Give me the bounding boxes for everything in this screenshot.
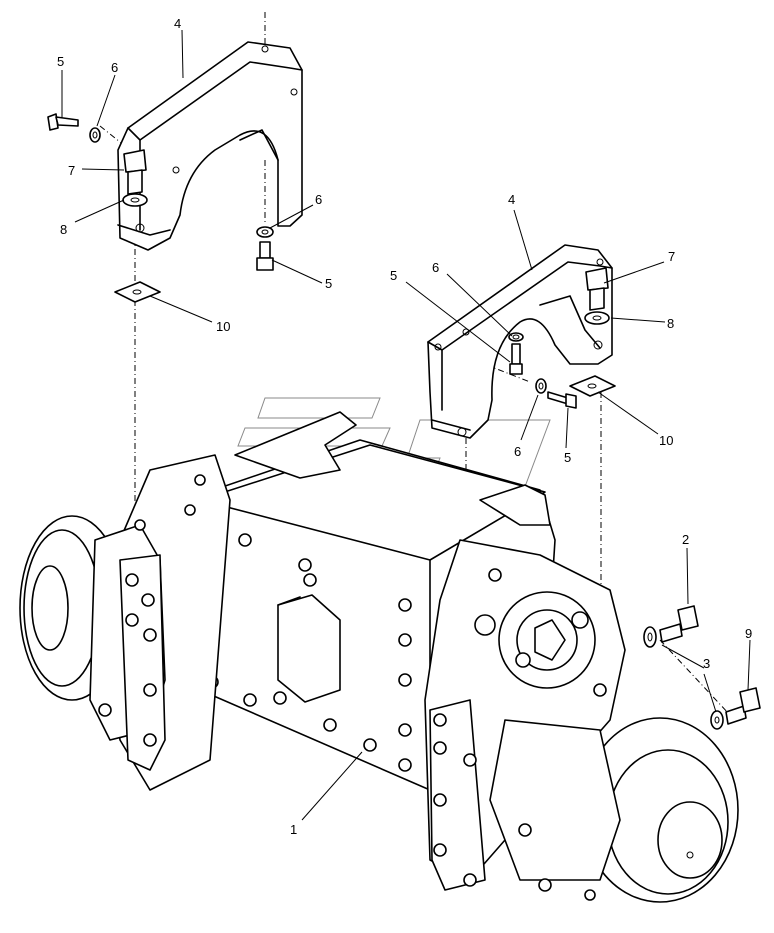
callout-8-right: 8 [667,316,674,331]
callout-1: 1 [290,822,297,837]
callout-5-right-top: 5 [390,268,397,283]
callout-9: 9 [745,626,752,641]
callout-5-right-lower: 5 [564,450,571,465]
left-wheel-hub [19,454,231,791]
leader-lines [61,29,751,821]
callout-5-left-lower: 5 [325,276,332,291]
callout-7-left: 7 [68,163,75,178]
right-mounting-bracket [427,244,613,439]
left-mounting-bracket [117,41,303,251]
callout-6-right-lower: 6 [514,444,521,459]
right-wheel-hub [424,539,739,903]
left-bracket-fasteners [47,113,274,303]
right-hub-fasteners [643,605,761,730]
callout-4-right: 4 [508,192,515,207]
callout-4-left: 4 [174,16,181,31]
callout-labels: 4 5 6 7 8 6 5 10 4 5 6 7 8 10 6 5 2 9 3 … [57,16,752,837]
axle-housing [189,411,556,791]
callout-5-left-top: 5 [57,54,64,69]
callout-7-right: 7 [668,249,675,264]
callout-8-left: 8 [60,222,67,237]
callout-6-right-top: 6 [432,260,439,275]
callout-2: 2 [682,532,689,547]
callout-3: 3 [703,656,710,671]
callout-10-right: 10 [659,433,673,448]
right-bracket-fasteners [508,267,616,409]
callout-6-left-lower: 6 [315,192,322,207]
callout-6-left-top: 6 [111,60,118,75]
callout-10-left: 10 [216,319,230,334]
